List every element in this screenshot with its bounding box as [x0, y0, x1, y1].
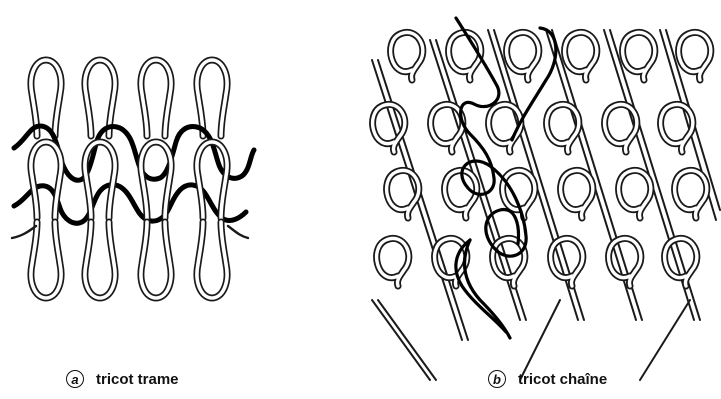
caption-label-b: tricot chaîne — [518, 371, 607, 388]
warp-loop-grid — [373, 32, 711, 286]
panel-letter-a: a — [66, 370, 84, 388]
weft-knit-diagram — [12, 60, 254, 298]
weft-loop-row-3 — [31, 222, 227, 298]
caption-warp-knit: b tricot chaîne — [488, 368, 607, 390]
warp-knit-diagram — [372, 18, 720, 380]
weft-highlight-course-lower — [14, 185, 246, 224]
caption-weft-knit: a tricot trame — [66, 368, 179, 390]
caption-label-a: tricot trame — [96, 371, 179, 388]
weft-yarn-ends — [12, 226, 248, 238]
panel-letter-b: b — [488, 370, 506, 388]
weft-loop-row-1 — [31, 60, 227, 136]
